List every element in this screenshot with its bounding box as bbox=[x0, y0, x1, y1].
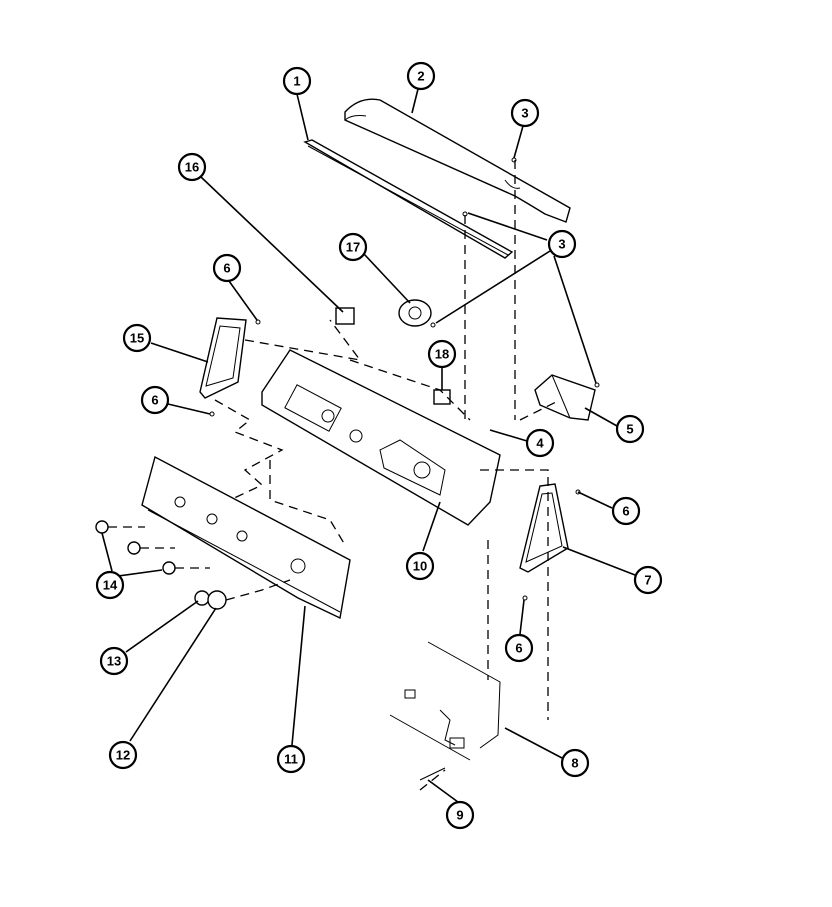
svg-text:13: 13 bbox=[107, 654, 121, 669]
callout-6-bottom: 6 bbox=[504, 633, 534, 663]
leader-lines bbox=[101, 88, 636, 803]
callout-4: 4 bbox=[525, 428, 555, 458]
part-top-trim-strip bbox=[303, 139, 514, 259]
part-wiring-harness bbox=[389, 641, 501, 781]
svg-text:3: 3 bbox=[558, 237, 565, 252]
svg-text:2: 2 bbox=[417, 69, 424, 84]
callout-1: 1 bbox=[282, 66, 312, 96]
callout-17: 17 bbox=[338, 232, 368, 262]
callout-13: 13 bbox=[99, 646, 129, 676]
callout-14: 14 bbox=[95, 570, 125, 600]
part-timer-5 bbox=[534, 374, 596, 421]
part-front-control-panel bbox=[141, 455, 351, 620]
part-knob-12 bbox=[207, 590, 227, 610]
part-console-backsplash bbox=[261, 349, 501, 526]
svg-text:6: 6 bbox=[223, 261, 230, 276]
callout-5: 5 bbox=[615, 414, 645, 444]
svg-text:15: 15 bbox=[130, 331, 144, 346]
part-control-panel-cover bbox=[344, 98, 571, 223]
svg-text:4: 4 bbox=[536, 436, 544, 451]
part-end-cap-left bbox=[199, 317, 247, 399]
svg-text:5: 5 bbox=[626, 422, 633, 437]
svg-text:3: 3 bbox=[521, 106, 528, 121]
callout-6-upper-left: 6 bbox=[212, 253, 242, 283]
callout-2: 2 bbox=[406, 61, 436, 91]
svg-text:18: 18 bbox=[435, 347, 449, 362]
part-switch-16 bbox=[335, 307, 355, 325]
assembly-guide-lines bbox=[108, 160, 561, 791]
svg-text:17: 17 bbox=[346, 240, 360, 255]
callout-6-right: 6 bbox=[611, 496, 641, 526]
svg-text:12: 12 bbox=[116, 748, 130, 763]
callout-12: 12 bbox=[108, 740, 138, 770]
callout-7: 7 bbox=[633, 565, 663, 595]
svg-text:14: 14 bbox=[103, 578, 118, 593]
callout-10: 10 bbox=[405, 551, 435, 581]
callout-3-mid: 3 bbox=[547, 229, 577, 259]
callout-8: 8 bbox=[560, 748, 590, 778]
svg-text:7: 7 bbox=[644, 573, 651, 588]
callout-18: 18 bbox=[427, 339, 457, 369]
part-knobs-14 bbox=[95, 520, 176, 575]
callout-3-top: 3 bbox=[510, 98, 540, 128]
svg-text:11: 11 bbox=[284, 752, 298, 767]
svg-text:6: 6 bbox=[515, 641, 522, 656]
part-end-cap-right bbox=[519, 483, 569, 573]
callout-9: 9 bbox=[445, 800, 475, 830]
callout-16: 16 bbox=[177, 152, 207, 182]
callout-6-left: 6 bbox=[140, 385, 170, 415]
svg-text:6: 6 bbox=[151, 393, 158, 408]
part-knob-13 bbox=[194, 590, 210, 606]
svg-text:16: 16 bbox=[185, 160, 199, 175]
svg-text:1: 1 bbox=[293, 74, 300, 89]
svg-text:6: 6 bbox=[622, 504, 629, 519]
svg-text:9: 9 bbox=[456, 808, 463, 823]
callout-15: 15 bbox=[122, 323, 152, 353]
callout-11: 11 bbox=[276, 744, 306, 774]
svg-text:10: 10 bbox=[413, 559, 427, 574]
part-timer-17 bbox=[398, 299, 432, 327]
svg-text:8: 8 bbox=[571, 756, 578, 771]
